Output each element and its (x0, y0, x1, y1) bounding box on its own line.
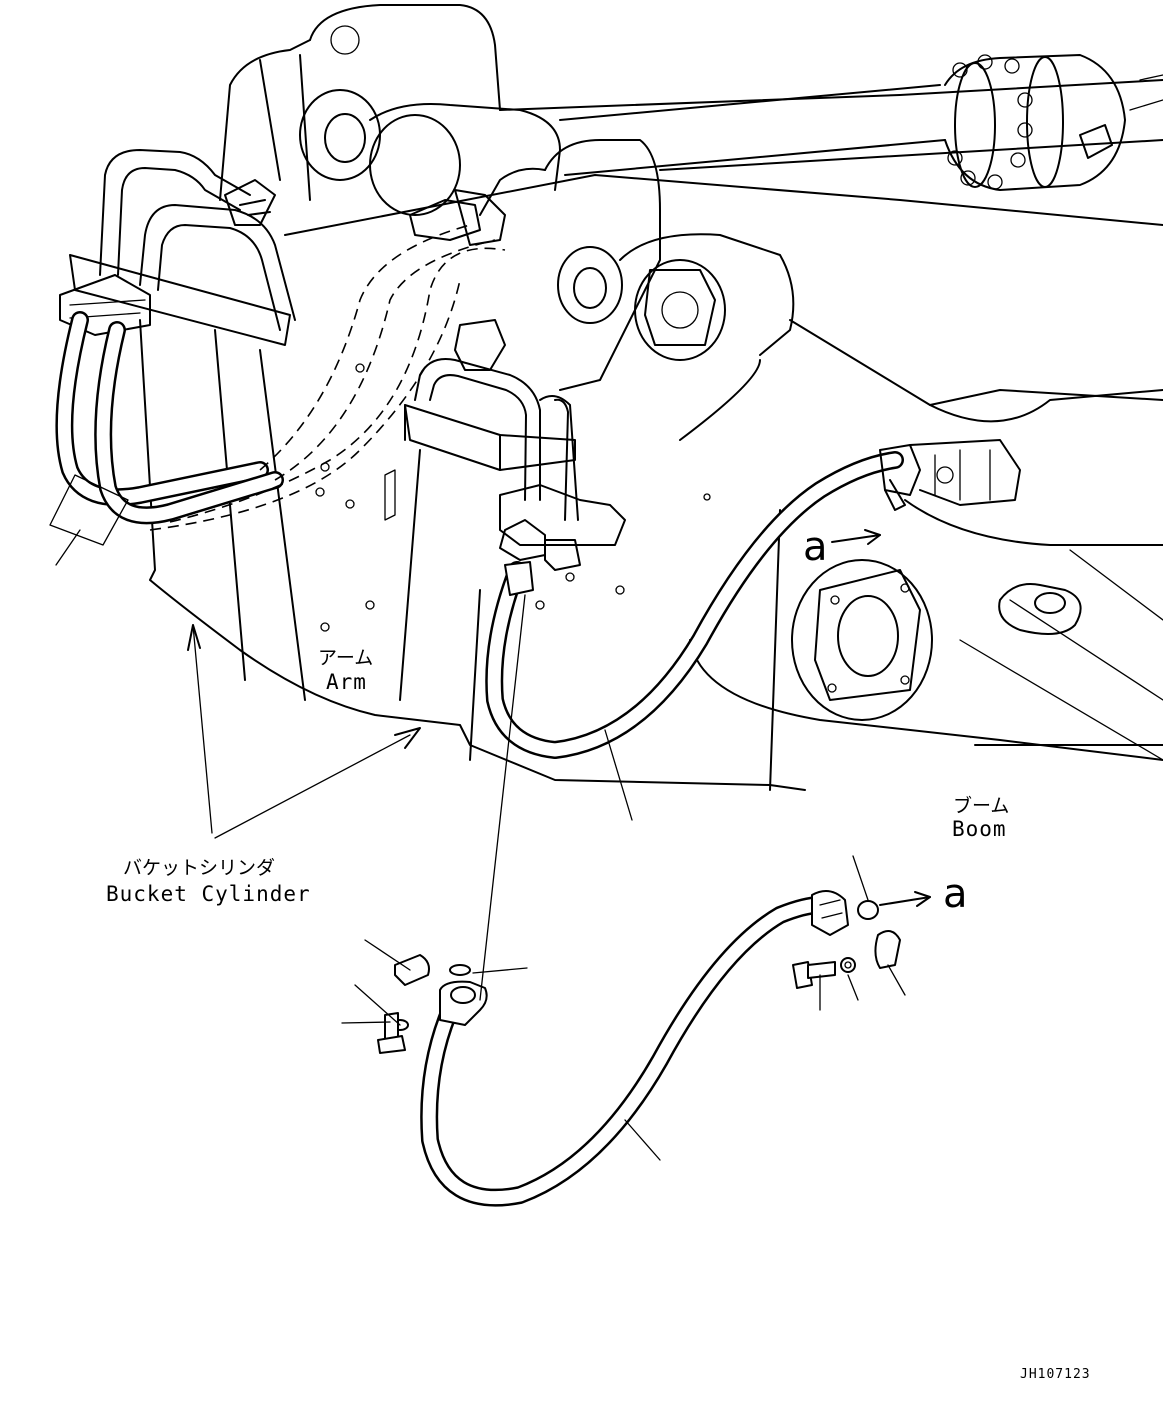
bucket-cylinder-label-jp: バケットシリンダ (123, 857, 275, 879)
exploded-parts (377, 890, 901, 1207)
boom-label-en: Boom (952, 817, 1007, 841)
o-ring-left-icon (449, 964, 471, 976)
washer-right-icon (840, 957, 856, 973)
split-flange-clamp-right-icon (874, 930, 901, 969)
arm-structure (139, 4, 1163, 791)
arm-label-jp: アーム (318, 647, 373, 669)
bucket-cylinder-hoses (55, 189, 506, 531)
hose-right-fitting-icon (811, 890, 849, 936)
arm-to-boom-hose (485, 439, 1021, 759)
detail-reference-a-parts: a (943, 871, 968, 917)
detail-reference-a-boom: a (803, 524, 828, 570)
o-ring-right-icon (857, 900, 879, 920)
arm-label-en: Arm (326, 670, 367, 694)
bucket-cylinder-label-en: Bucket Cylinder (106, 882, 311, 906)
leader-lines (49, 474, 931, 1161)
middle-pipe-assembly (404, 319, 626, 571)
boom-label-jp: ブーム (953, 794, 1009, 817)
drawing-code: JH107123 (1020, 1367, 1091, 1382)
upper-pipe-assembly (59, 149, 296, 346)
boom-pin-boss (791, 559, 933, 721)
split-flange-clamp-left-icon (394, 954, 430, 986)
boom-cylinder (559, 54, 1163, 191)
arm-bracket (315, 139, 795, 716)
